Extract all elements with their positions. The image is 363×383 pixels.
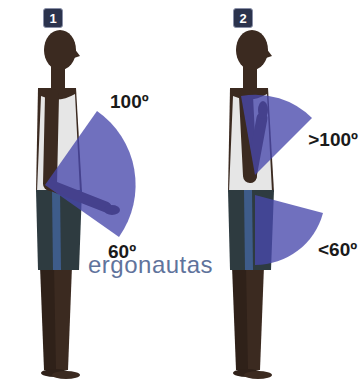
panel-badge: 1 <box>43 8 63 28</box>
panel-number: 2 <box>239 12 246 25</box>
angle-label: <60º <box>318 240 357 261</box>
panel-badge: 2 <box>233 8 253 28</box>
angle-wedge <box>255 195 323 265</box>
angle-wedge <box>45 111 136 237</box>
angle-wedge <box>241 95 312 175</box>
angle-label: >100º <box>308 130 358 151</box>
panel-number: 1 <box>49 12 56 25</box>
watermark: ergonautas <box>88 252 213 278</box>
angle-label: 100º <box>110 92 149 113</box>
